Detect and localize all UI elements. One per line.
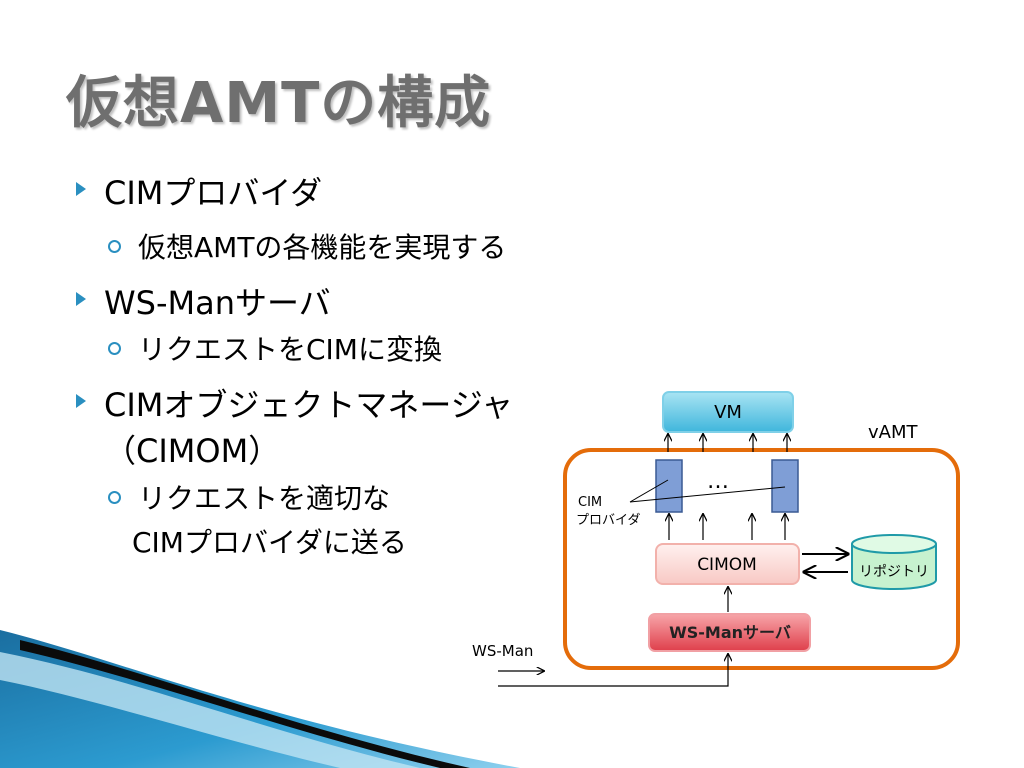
vamt-architecture-diagram: vAMT VM … CIM プロバイダ CIMOM リポジトリ WS-Manサー…	[472, 391, 960, 687]
bullet-cimom-line1: CIMオブジェクトマネージャ	[104, 386, 514, 424]
bullet-arrow-icon	[76, 394, 86, 408]
vm-box	[662, 391, 794, 433]
sub-bullet-cimom-line2: CIMプロバイダに送る	[132, 526, 407, 559]
sub-bullet-cim-provider: 仮想AMTの各機能を実現する	[138, 231, 507, 264]
cimom-box	[655, 543, 800, 585]
bullet-arrow-icon	[76, 182, 86, 196]
repository-label: リポジトリ	[859, 564, 929, 580]
bullet-cimom-line2: （CIMOM）	[104, 432, 281, 470]
bullet-arrow-icon	[76, 292, 86, 306]
wsman-server-label: WS-Manサーバ	[669, 623, 791, 642]
vamt-label: vAMT	[868, 422, 918, 443]
sub-bullet-icon	[108, 240, 121, 253]
sub-bullet-cimom-line1: リクエストを適切な	[138, 482, 391, 515]
sub-bullet-icon	[108, 342, 121, 355]
bullet-cim-provider: CIMプロバイダ	[104, 174, 323, 212]
sub-bullet-icon	[108, 491, 121, 504]
sub-bullet-wsman-server: リクエストをCIMに変換	[138, 333, 442, 366]
wsman-input-label: WS-Man	[472, 642, 533, 660]
cim-provider-label-line2: プロバイダ	[576, 513, 640, 528]
vamt-boundary	[563, 448, 960, 670]
cim-provider-box	[655, 459, 683, 513]
cim-provider-box	[771, 459, 799, 513]
slide-title: 仮想AMTの構成	[66, 71, 492, 136]
ellipsis: …	[707, 469, 729, 494]
wsman-server-box	[648, 613, 811, 652]
cim-provider-label-line1: CIM	[578, 495, 602, 510]
cimom-label: CIMOM	[697, 555, 757, 575]
vm-label: VM	[714, 402, 742, 423]
repository-cylinder	[851, 544, 937, 590]
decorative-swoosh	[0, 630, 520, 768]
bullet-wsman-server: WS-Manサーバ	[104, 284, 331, 322]
